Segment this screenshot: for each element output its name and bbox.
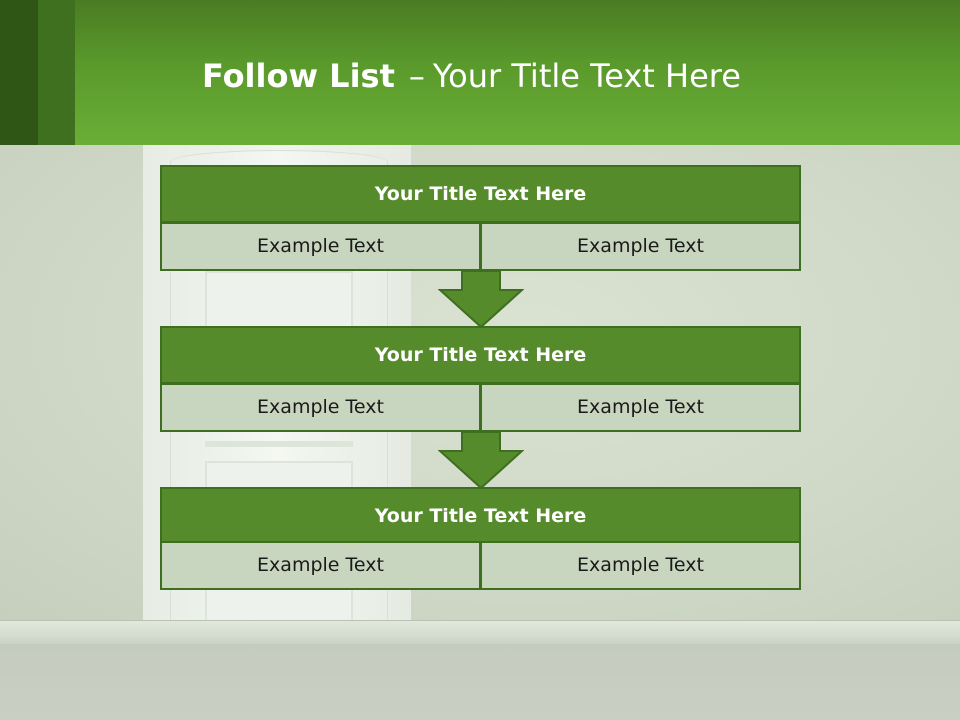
baseboard [0, 620, 960, 645]
step-2-cell-right: Example Text [480, 383, 801, 432]
step-1-cell-left: Example Text [160, 222, 481, 271]
step-1-cell-right: Example Text [480, 222, 801, 271]
header-stripe-dark [0, 0, 38, 145]
header-band: Follow List–Your Title Text Here [0, 0, 960, 145]
step-3-cell-right: Example Text [480, 541, 801, 590]
door-rail [205, 441, 353, 447]
floor [0, 644, 960, 720]
slide-title: Follow List–Your Title Text Here [202, 56, 741, 96]
header-stripe-mid [38, 0, 75, 145]
down-arrow-icon [438, 431, 524, 489]
down-arrow-icon [438, 270, 524, 328]
step-1-title: Your Title Text Here [160, 165, 801, 223]
step-3-cell-left: Example Text [160, 541, 481, 590]
title-bold: Follow List [202, 57, 395, 95]
title-rest: Your Title Text Here [432, 57, 741, 95]
title-separator: – [408, 57, 425, 95]
step-2-title: Your Title Text Here [160, 326, 801, 384]
step-3-title: Your Title Text Here [160, 487, 801, 545]
step-2-cell-left: Example Text [160, 383, 481, 432]
